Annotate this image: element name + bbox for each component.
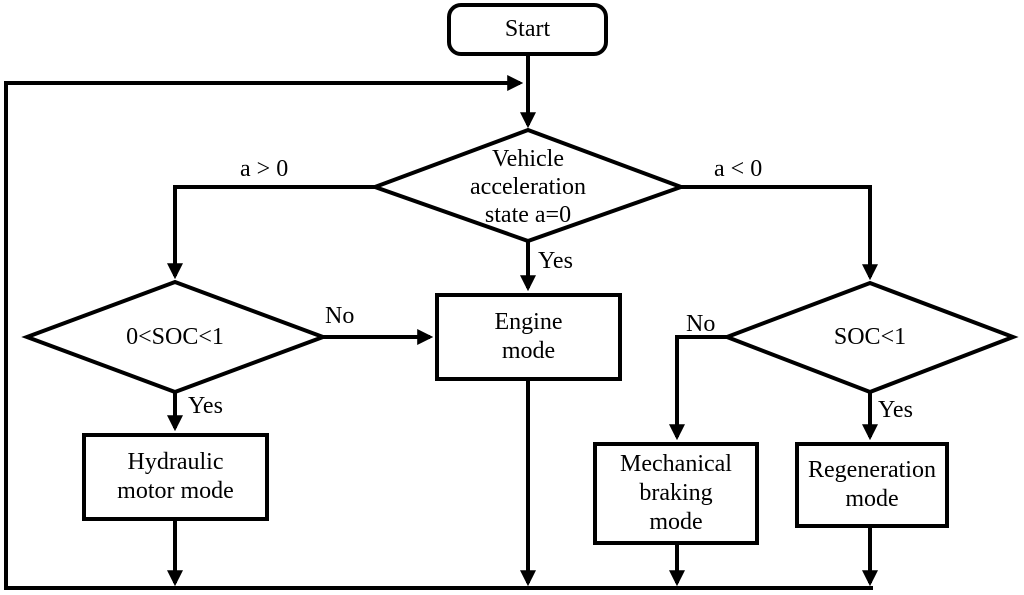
edge-label-soc-right-no: No [686, 311, 716, 337]
edge-label-a-positive: a > 0 [240, 156, 289, 182]
edge-label-soc-left-yes: Yes [188, 393, 223, 419]
node-start-label: Start [504, 16, 551, 42]
node-hydraulic-motor-mode-label: Hydraulic motor mode [117, 449, 234, 504]
node-regeneration-mode-label: Regeneration mode [808, 457, 936, 512]
node-hydraulic-motor-mode: Hydraulic motor mode [82, 433, 269, 521]
edge-a-negative [679, 185, 878, 281]
node-regeneration-mode: Regeneration mode [795, 442, 949, 528]
node-engine-mode-label: Engine mode [494, 309, 563, 364]
edge-label-soc-left-no: No [325, 303, 355, 329]
node-start: Start [447, 3, 608, 56]
edge-label-a-negative: a < 0 [714, 156, 763, 182]
edge-loop-back [4, 75, 873, 590]
node-mechanical-braking-mode: Mechanical braking mode [593, 442, 759, 545]
node-engine-mode: Engine mode [435, 293, 622, 381]
node-mechanical-braking-mode-label: Mechanical braking mode [620, 451, 732, 535]
decision-diamond-soc-left [21, 279, 329, 395]
edge-a-positive [167, 185, 377, 280]
edge-label-accel-yes: Yes [538, 248, 573, 274]
edge-soc-right-no-to-mechanical [669, 335, 727, 441]
decision-diamond-soc-right [721, 280, 1019, 395]
decision-diamond-acceleration [369, 127, 687, 244]
edge-label-soc-right-yes: Yes [878, 397, 913, 423]
